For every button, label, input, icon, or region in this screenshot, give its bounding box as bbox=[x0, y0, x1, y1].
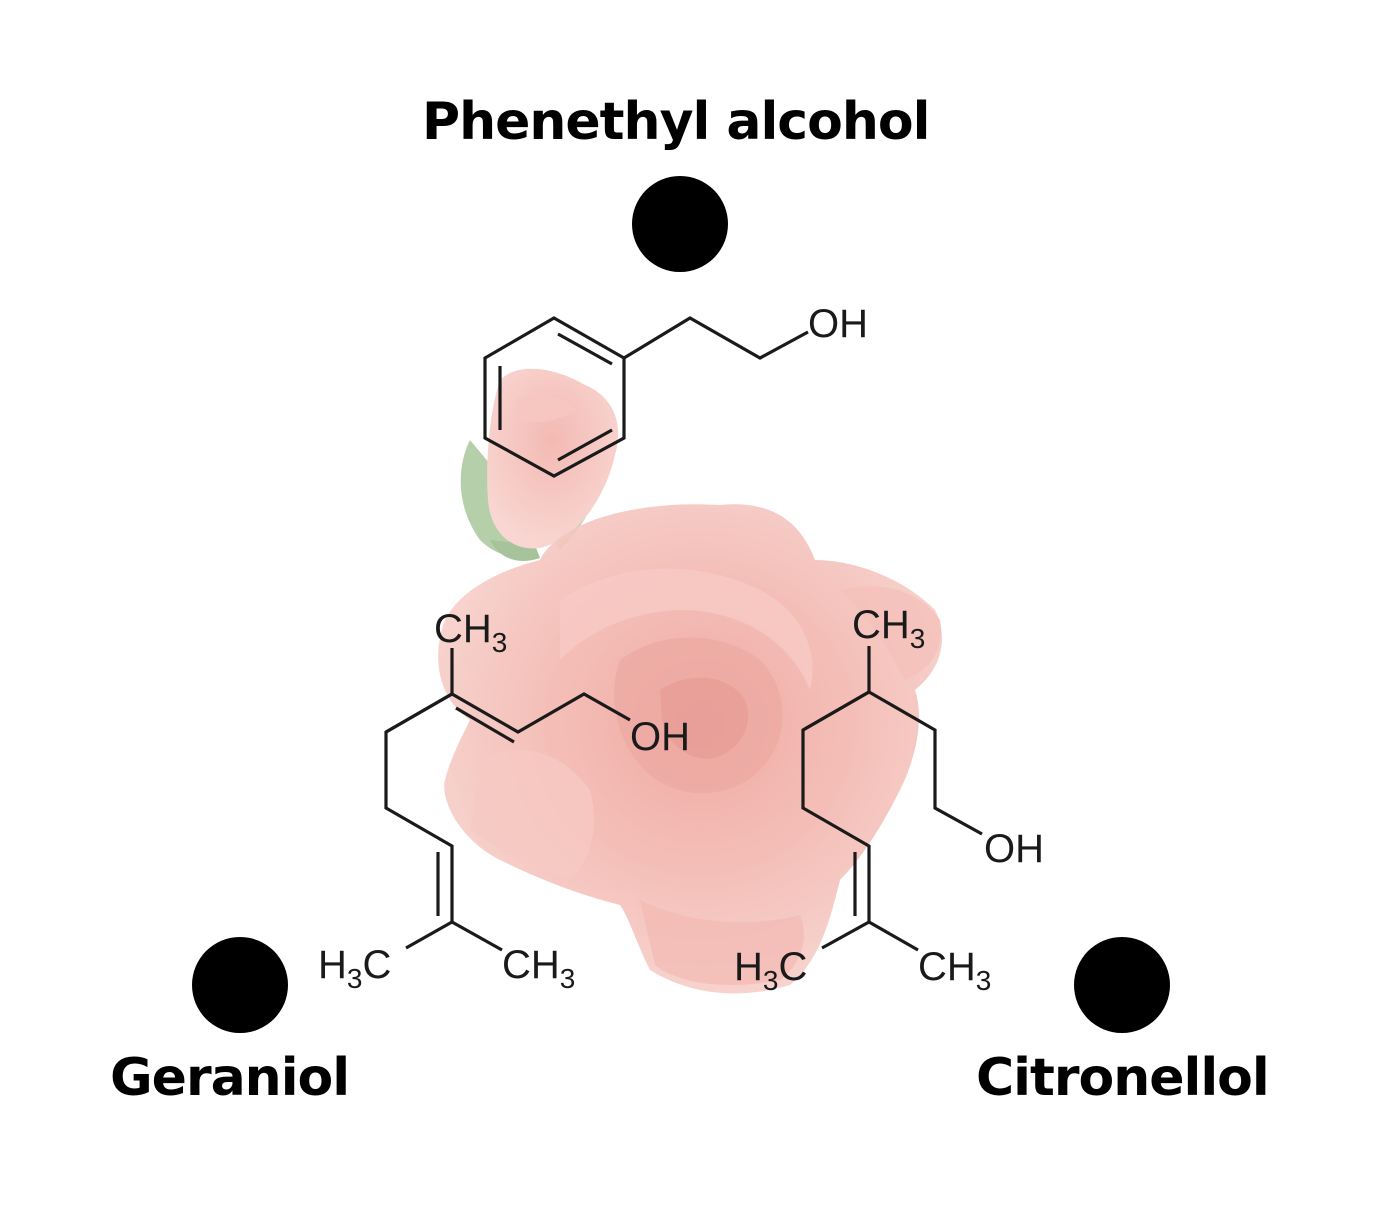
phenethyl-alcohol-label: Phenethyl alcohol bbox=[422, 92, 930, 152]
geraniol-h3c-label: H3C bbox=[318, 943, 391, 994]
phenethyl-oh-label: OH bbox=[808, 302, 868, 346]
phenethyl-alcohol-structure bbox=[483, 316, 809, 478]
geraniol-ch3-right: CH3 bbox=[502, 943, 575, 994]
citronellol-h3c-label: H3C bbox=[734, 945, 807, 996]
geraniol-label: Geraniol bbox=[110, 1048, 350, 1108]
phenethyl-alcohol-marker bbox=[632, 176, 728, 272]
geraniol-structure bbox=[384, 648, 631, 952]
geraniol-ch3-top: CH3 bbox=[434, 607, 507, 658]
citronellol-structure bbox=[801, 646, 983, 952]
rose-bud bbox=[460, 368, 619, 561]
geraniol-marker bbox=[192, 937, 288, 1033]
geraniol-oh-label: OH bbox=[630, 715, 690, 759]
citronellol-label: Citronellol bbox=[976, 1048, 1270, 1108]
citronellol-ch3-right: CH3 bbox=[918, 945, 991, 996]
citronellol-oh-label: OH bbox=[984, 827, 1044, 871]
citronellol-marker bbox=[1074, 937, 1170, 1033]
rose-bloom bbox=[438, 504, 943, 994]
citronellol-ch3-top: CH3 bbox=[852, 603, 925, 654]
